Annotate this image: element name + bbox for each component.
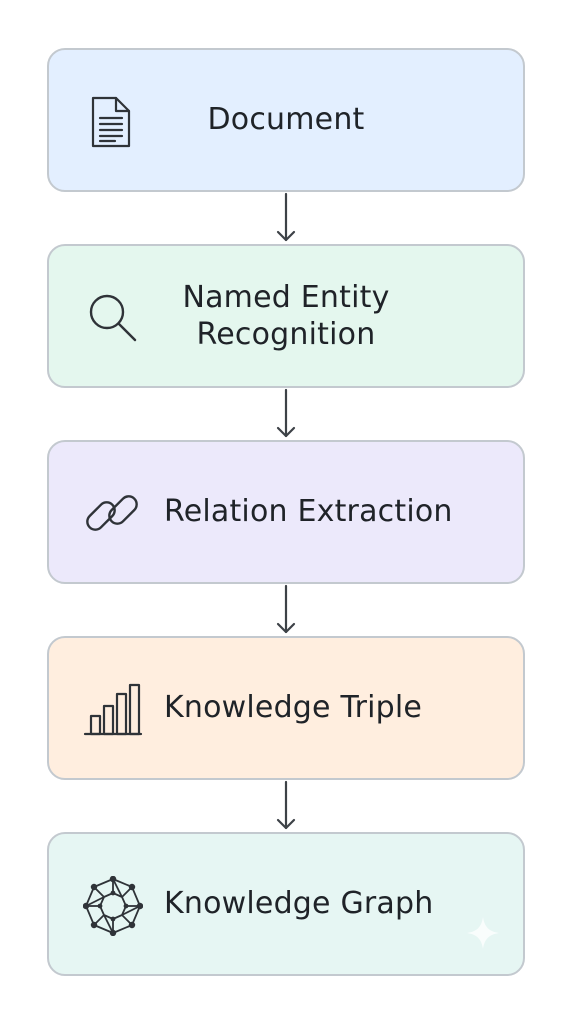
step-relation-extraction: Relation Extraction: [47, 440, 525, 584]
flow-arrow: [276, 780, 296, 832]
step-label-knowledge-graph: Knowledge Graph: [164, 886, 434, 922]
bar-chart-icon: [83, 680, 143, 740]
step-label-knowledge-triple: Knowledge Triple: [164, 690, 423, 726]
chain-link-icon: [83, 484, 143, 544]
flow-arrow: [276, 584, 296, 636]
step-label-document: Document: [207, 102, 365, 138]
flow-arrow: [276, 192, 296, 244]
step-knowledge-triple: Knowledge Triple: [47, 636, 525, 780]
document-icon: [83, 92, 143, 152]
magnifier-icon: [83, 288, 143, 348]
step-label-named-entity-recognition: Named Entity Recognition: [182, 279, 390, 353]
step-label-relation-extraction: Relation Extraction: [164, 494, 453, 530]
step-document: Document: [47, 48, 525, 192]
network-graph-icon: [83, 876, 143, 936]
step-knowledge-graph: Knowledge Graph: [47, 832, 525, 976]
flow-arrow: [276, 388, 296, 440]
step-named-entity-recognition: Named Entity Recognition: [47, 244, 525, 388]
sparkle-icon: [466, 916, 500, 950]
